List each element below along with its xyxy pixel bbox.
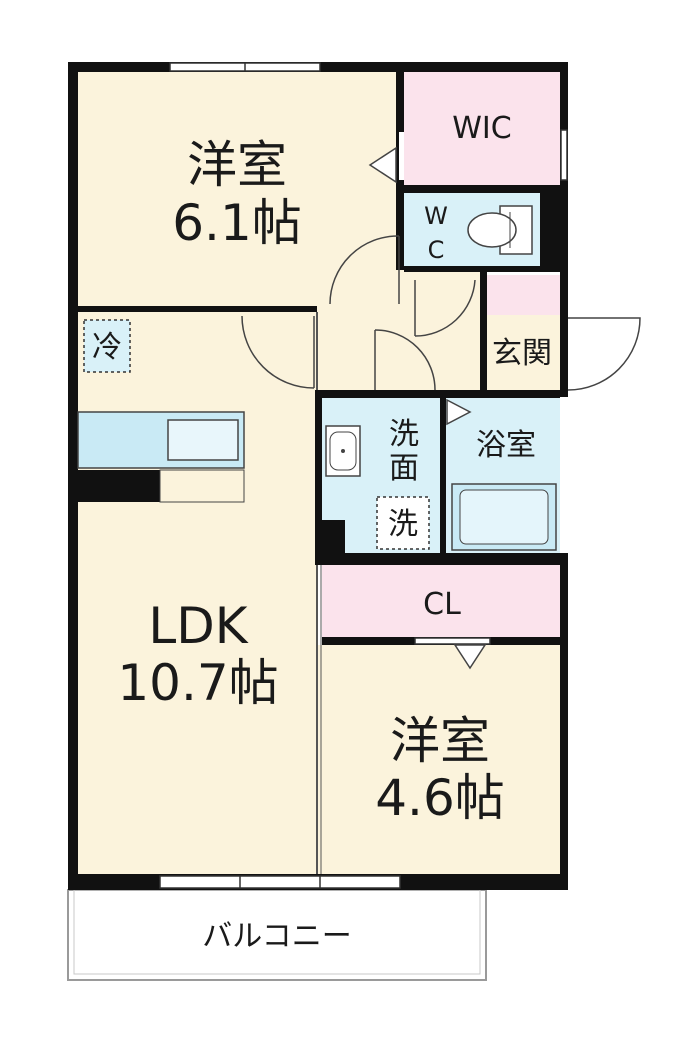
toilet-icon	[467, 205, 533, 255]
north-western-room-size: 6.1帖	[172, 194, 302, 252]
ldk-size: 10.7帖	[117, 654, 278, 712]
washbasin-icon	[325, 425, 361, 477]
fridge-label: 冷	[92, 330, 122, 365]
balcony-label: バルコニー	[202, 919, 351, 954]
balcony-area	[67, 889, 487, 981]
door-markers	[368, 146, 487, 670]
hallway	[317, 270, 487, 390]
closet	[322, 565, 560, 637]
door-swings	[241, 235, 641, 391]
bathtub-icon	[451, 483, 557, 551]
washer-space	[376, 496, 430, 550]
room-western-south	[317, 645, 560, 880]
washroom-label-1: 洗	[389, 417, 419, 452]
south-western-room-size: 4.6帖	[375, 769, 505, 827]
closet-label: CL	[423, 587, 461, 622]
entrance-floor	[487, 315, 560, 390]
fridge-space	[83, 319, 131, 373]
interior-walls	[78, 72, 560, 645]
walk-in-closet	[404, 72, 560, 185]
bathroom-label: 浴室	[476, 428, 536, 463]
north-western-room-name: 洋室	[187, 136, 287, 194]
wc-label-2: C	[428, 236, 445, 264]
washer-label: 洗	[388, 507, 418, 542]
kitchen-counter	[77, 411, 245, 469]
room-ldk	[78, 310, 317, 880]
entrance-label: 玄関	[492, 336, 552, 371]
shoe-storage	[487, 275, 560, 315]
ldk-name: LDK	[148, 597, 248, 655]
washroom-label-2: 面	[389, 451, 419, 486]
windows	[159, 62, 568, 889]
wc-label-1: W	[424, 202, 448, 230]
south-western-room-name: 洋室	[390, 712, 490, 770]
wic-label: WIC	[452, 111, 511, 146]
